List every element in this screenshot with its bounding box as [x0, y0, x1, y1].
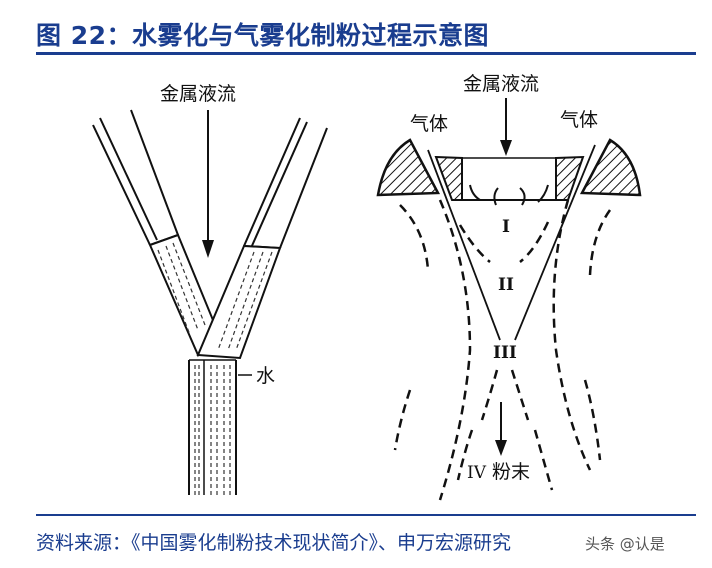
gas-jet-right	[514, 144, 596, 341]
water-metal-stream	[188, 359, 237, 495]
right-gas-nozzle-body	[579, 138, 642, 197]
arrow-head-icon	[202, 240, 214, 258]
footer-divider	[36, 514, 696, 516]
zone-3-label: III	[493, 343, 517, 363]
arrow-head-icon	[500, 140, 512, 156]
title-divider	[36, 52, 696, 55]
left-gas-nozzle-body	[376, 138, 441, 197]
gas-jet-left	[427, 149, 501, 341]
zone-2-label: II	[498, 275, 514, 295]
left-water-nozzle	[92, 109, 217, 358]
gas-atomization-diagram: 金属液流 气体 气体	[376, 73, 642, 501]
metal-stream-label-left: 金属液流	[160, 83, 236, 105]
gas-label-right: 气体	[560, 109, 598, 131]
gas-label-left: 气体	[410, 113, 448, 135]
left-inner-guide	[434, 155, 463, 201]
right-water-nozzle	[196, 117, 328, 360]
water-atomization-diagram: 金属液流	[92, 83, 328, 495]
watermark: 头条 @认是	[585, 535, 665, 553]
figure-title: 图 22：水雾化与气雾化制粉过程示意图	[36, 21, 489, 50]
source-note: 资料来源：《中国雾化制粉技术现状简介》、申万宏源研究	[36, 532, 512, 554]
arrow-head-icon	[495, 440, 507, 456]
metal-stream-label-right: 金属液流	[463, 73, 539, 95]
zone-1-label: I	[502, 217, 510, 237]
right-inner-guide	[555, 155, 585, 201]
recirculation-swirl	[469, 184, 549, 206]
powder-label: 粉末	[492, 461, 530, 483]
gas-flow-lines	[393, 199, 612, 501]
zone-4-label: IV	[467, 463, 487, 483]
water-label: 水	[256, 365, 275, 387]
